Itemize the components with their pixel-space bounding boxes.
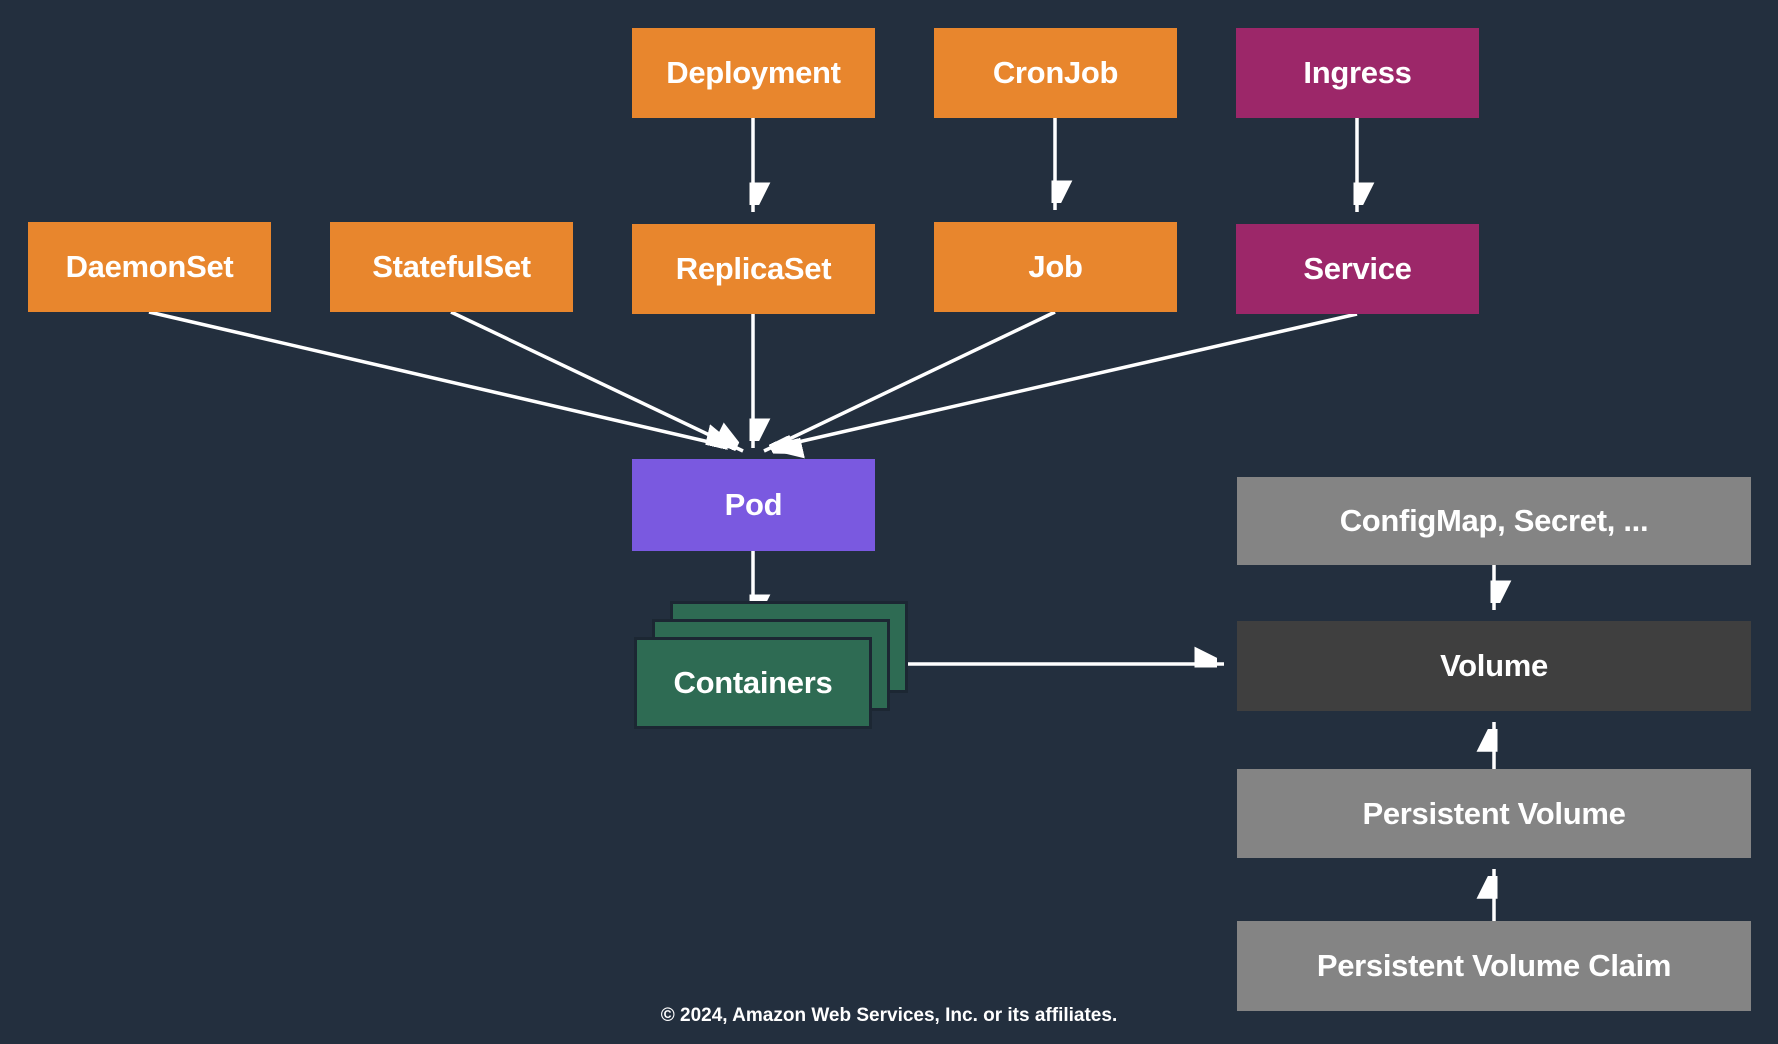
node-volume: Volume (1237, 621, 1751, 711)
node-configmap-secret-label: ConfigMap, Secret, ... (1339, 503, 1649, 538)
node-containers-label: Containers (673, 665, 833, 700)
node-cronjob-label: CronJob (992, 55, 1119, 90)
copyright-footer: © 2024, Amazon Web Services, Inc. or its… (660, 1005, 1118, 1026)
node-daemonset: DaemonSet (28, 222, 271, 312)
node-persistent-volume-claim: Persistent Volume Claim (1237, 921, 1751, 1011)
node-pod-label: Pod (724, 487, 783, 522)
node-volume-label: Volume (1440, 648, 1548, 683)
node-statefulset-label: StatefulSet (372, 249, 531, 284)
node-persistent-volume-claim-label: Persistent Volume Claim (1316, 948, 1672, 983)
node-service: Service (1236, 224, 1479, 314)
node-cronjob: CronJob (934, 28, 1177, 118)
node-persistent-volume: Persistent Volume (1237, 769, 1751, 858)
node-statefulset: StatefulSet (330, 222, 573, 312)
node-containers: Containers (634, 637, 872, 729)
node-replicaset: ReplicaSet (632, 224, 875, 314)
edge-statefulset-pod (450, 310, 743, 453)
node-replicaset-label: ReplicaSet (675, 251, 832, 286)
node-containers-stack: Containers (634, 601, 914, 733)
node-persistent-volume-label: Persistent Volume (1362, 795, 1626, 831)
node-ingress-label: Ingress (1303, 55, 1412, 90)
node-pod: Pod (632, 459, 875, 551)
node-service-label: Service (1303, 251, 1412, 286)
node-job-label: Job (1028, 249, 1083, 284)
node-deployment: Deployment (632, 28, 875, 118)
node-daemonset-label: DaemonSet (65, 249, 234, 284)
node-configmap-secret: ConfigMap, Secret, ... (1237, 477, 1751, 565)
edge-service-pod (771, 312, 1358, 448)
node-deployment-label: Deployment (666, 55, 841, 90)
edge-job-pod (763, 310, 1056, 451)
node-ingress: Ingress (1236, 28, 1479, 118)
node-job: Job (934, 222, 1177, 312)
edge-daemonset-pod (148, 310, 736, 448)
